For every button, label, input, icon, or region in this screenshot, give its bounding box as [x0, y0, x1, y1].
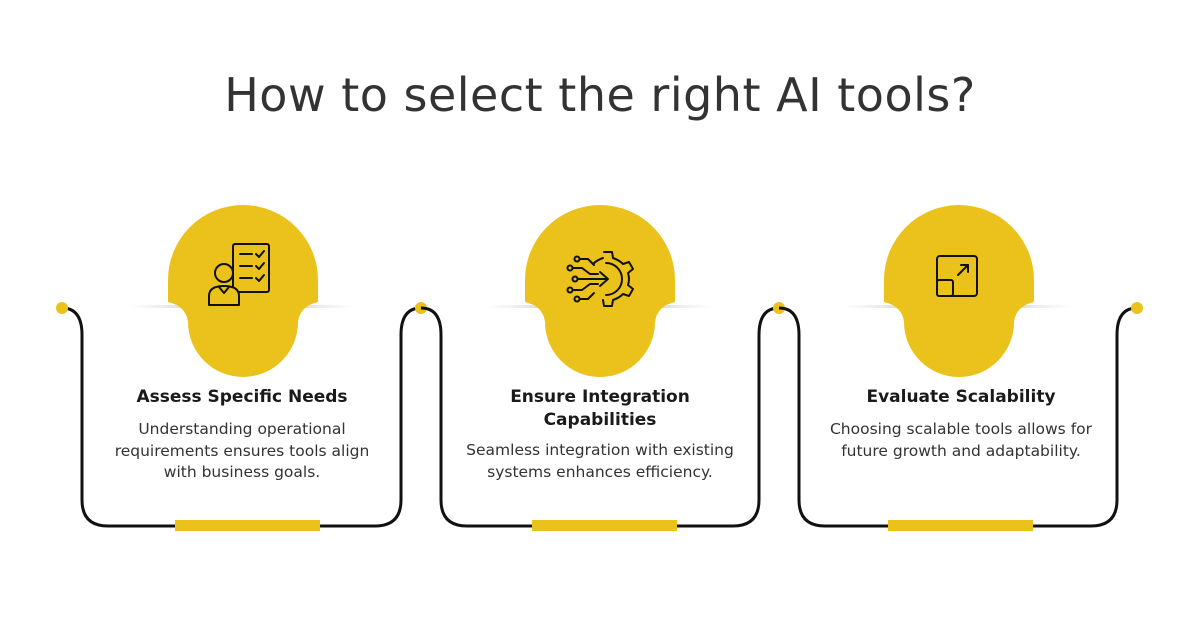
card-2-badge [525, 205, 675, 377]
step-card-2 [420, 205, 785, 531]
card-2-heading: Ensure Integration Capabilities [510, 387, 690, 430]
card-3-heading: Evaluate Scalability [866, 387, 1056, 407]
checklist-person-icon [208, 243, 270, 306]
card-1-bottom-bar [175, 520, 320, 531]
gear-integration-icon [566, 251, 634, 307]
card-2-bottom-bar [532, 520, 677, 531]
card-3-badge [884, 205, 1034, 377]
card-1-shadow-right [296, 305, 356, 308]
card-1-text: Assess Specific Needs Understanding oper… [102, 386, 382, 484]
card-3-right-dot [1131, 302, 1143, 314]
card-3-bottom-bar [888, 520, 1033, 531]
card-1-heading: Assess Specific Needs [136, 387, 348, 407]
card-3-shadow-right [1013, 305, 1073, 308]
card-2-text: Ensure Integration Capabilities Seamless… [453, 386, 747, 483]
card-2-body: Seamless integration with existing syste… [466, 441, 734, 481]
card-3-text: Evaluate Scalability Choosing scalable t… [818, 386, 1104, 462]
card-3-shadow-left [843, 305, 903, 308]
card-2-shadow-right [654, 305, 714, 308]
step-card-3 [778, 205, 1143, 531]
card-1-body: Understanding operational requirements e… [114, 420, 370, 481]
page-title: How to select the right AI tools? [224, 68, 976, 122]
card-1-badge [168, 205, 318, 377]
scale-expand-icon [936, 255, 978, 297]
card-1-left-dot [56, 302, 68, 314]
card-2-shadow-left [485, 305, 545, 308]
step-card-1 [56, 205, 427, 531]
card-3-body: Choosing scalable tools allows for futur… [829, 420, 1093, 460]
card-1-shadow-left [128, 305, 188, 308]
